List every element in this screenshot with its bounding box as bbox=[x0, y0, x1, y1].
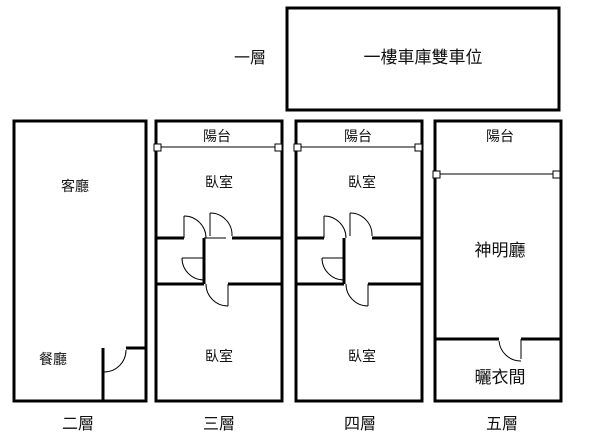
floor-4-outline bbox=[294, 119, 424, 403]
floor-3-outline bbox=[154, 119, 284, 403]
floor-2-outline bbox=[12, 119, 148, 403]
floor-3-doors bbox=[181, 212, 233, 307]
floor-label-4: 四層 bbox=[344, 414, 376, 433]
floor-label-3: 三層 bbox=[203, 414, 235, 433]
floor-4-doors bbox=[321, 212, 373, 307]
shrine-room-label: 神明廳 bbox=[475, 241, 526, 261]
laundry-room-label: 曬衣間 bbox=[475, 368, 526, 388]
floor-5-outline bbox=[433, 119, 563, 403]
floor-4-bedroom-bottom-label: 臥室 bbox=[348, 348, 376, 365]
garage-outline bbox=[285, 6, 561, 112]
floor-2-bathroom bbox=[101, 346, 146, 400]
floor-5-laundry-wall bbox=[435, 337, 561, 362]
floor-label-2: 二層 bbox=[62, 414, 94, 433]
floor-label-5: 五層 bbox=[486, 414, 518, 433]
floor-3-bedroom-bottom-label: 臥室 bbox=[205, 348, 233, 365]
floor-4-bedroom-top-label: 臥室 bbox=[348, 174, 376, 191]
living-room-label: 客廳 bbox=[61, 178, 89, 195]
floor-4-balcony-label: 陽台 bbox=[344, 129, 372, 145]
floor-label-1: 一層 bbox=[234, 48, 266, 67]
floor-3-balcony-label: 陽台 bbox=[203, 129, 231, 145]
dining-room-label: 餐廳 bbox=[39, 351, 67, 368]
garage-label: 一樓車庫雙車位 bbox=[364, 48, 483, 68]
floor-5-balcony-label: 陽台 bbox=[486, 129, 514, 145]
floor-4-hallway-walls bbox=[296, 236, 422, 286]
floor-3-hallway-walls bbox=[156, 236, 282, 286]
floor-3-bedroom-top-label: 臥室 bbox=[205, 174, 233, 191]
